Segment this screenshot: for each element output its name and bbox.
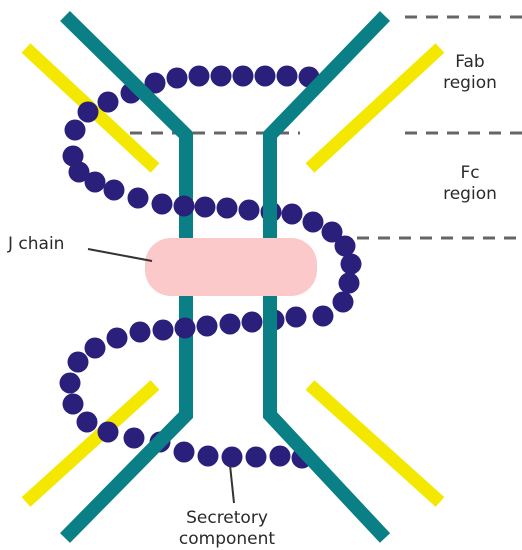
- fab-label-line1: Fab: [430, 52, 510, 73]
- fc-region-label: Fc region: [428, 163, 512, 205]
- secretory-front-bead: [339, 273, 360, 294]
- secretory-back-bead: [197, 316, 218, 337]
- secretory-back-bead: [167, 68, 188, 89]
- secretory-back-bead: [211, 66, 232, 87]
- secretory-back-bead: [195, 197, 216, 218]
- secretory-front-bead: [68, 352, 89, 373]
- secretory-back-bead: [222, 447, 243, 468]
- secretory-front-bead: [174, 196, 195, 217]
- secretory-back-bead: [217, 198, 238, 219]
- secretory-front-bead: [104, 180, 125, 201]
- secretory-front-bead: [175, 318, 196, 339]
- secretory-back-bead: [255, 66, 276, 87]
- j-chain: [145, 238, 317, 296]
- secretory-front-bead: [65, 120, 86, 141]
- secretory-front-bead: [78, 102, 99, 123]
- secretory-back-bead: [277, 66, 298, 87]
- secretory-front-bead: [128, 188, 149, 209]
- heavy-chain-bottom-right: [270, 292, 385, 538]
- secretory-back-bead: [270, 446, 291, 467]
- secretory-label-line2: component: [168, 529, 286, 550]
- secretory-front-bead: [313, 306, 334, 327]
- secretory-front-bead: [85, 338, 106, 359]
- secretory-front-bead: [341, 254, 362, 275]
- secretory-back-bead: [233, 66, 254, 87]
- secretory-back-bead: [242, 312, 263, 333]
- secretory-front-bead: [60, 373, 81, 394]
- secretory-front-bead: [85, 172, 106, 193]
- j-chain-leader: [88, 249, 152, 261]
- secretory-back-bead: [239, 200, 260, 221]
- secretory-front-bead: [130, 322, 151, 343]
- secretory-front-bead: [335, 236, 356, 257]
- secretory-front-bead: [107, 328, 128, 349]
- fab-region-label: Fab region: [430, 52, 510, 94]
- secretory-back-bead: [286, 307, 307, 328]
- secretory-leader: [230, 465, 234, 503]
- secretory-front-bead: [124, 428, 145, 449]
- secretory-back-bead: [174, 442, 195, 463]
- secretory-front-bead: [63, 394, 84, 415]
- secretory-front-bead: [98, 422, 119, 443]
- secretory-front-bead: [282, 204, 303, 225]
- secretory-back-bead: [220, 314, 241, 335]
- fc-label-line2: region: [428, 184, 512, 205]
- j-chain-label: J chain: [8, 234, 64, 255]
- secretory-front-bead: [303, 212, 324, 233]
- secretory-front-bead: [153, 320, 174, 341]
- fab-label-line2: region: [430, 73, 510, 94]
- secretory-back-bead: [246, 447, 267, 468]
- secretory-front-bead: [77, 412, 98, 433]
- secretory-back-bead: [189, 66, 210, 87]
- secretory-component-label: Secretory component: [168, 508, 286, 550]
- secretory-front-bead: [333, 292, 354, 313]
- fc-label-line1: Fc: [428, 163, 512, 184]
- secretory-back-bead: [198, 446, 219, 467]
- secretory-front-bead: [152, 194, 173, 215]
- secretory-label-line1: Secretory: [168, 508, 286, 529]
- secretory-back-bead: [98, 92, 119, 113]
